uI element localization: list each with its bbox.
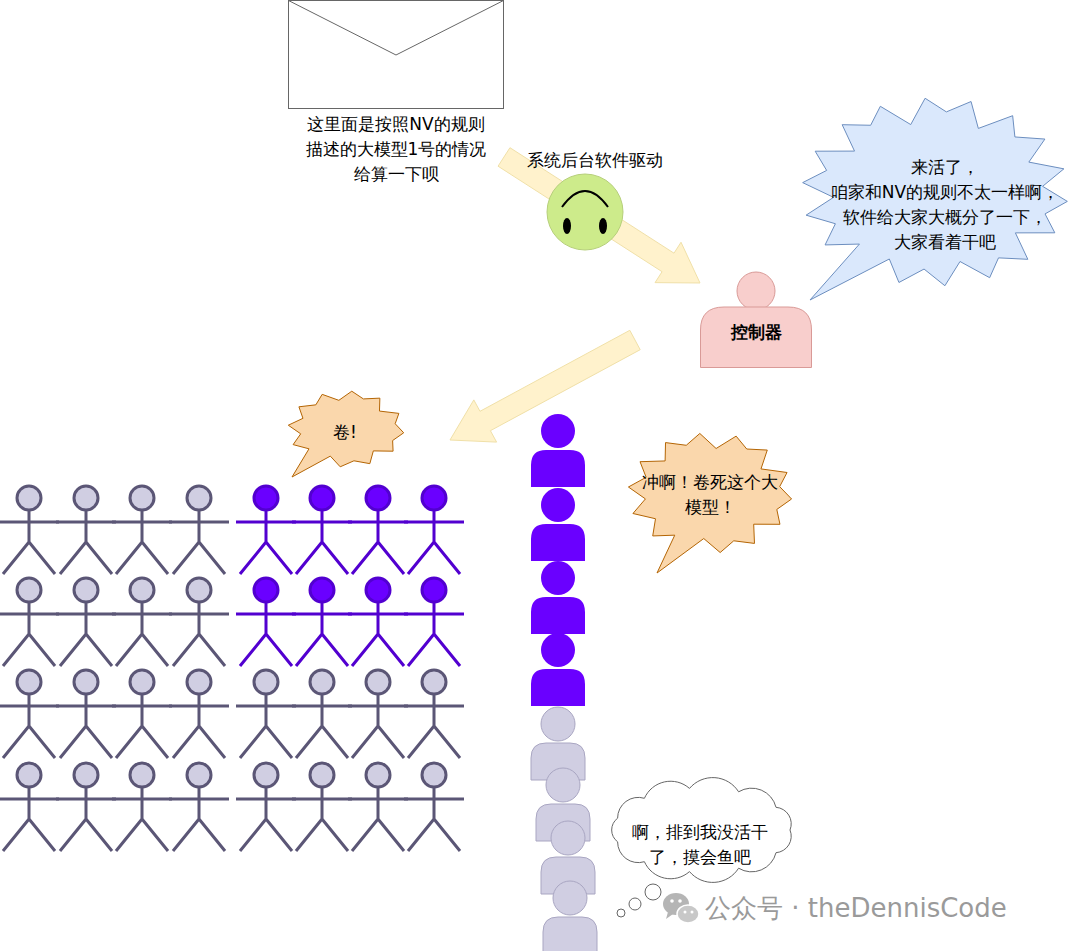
stick-figure: [292, 670, 352, 758]
node-text: 冲啊！卷死这个大 模型！: [638, 470, 783, 520]
node-text: 控制器: [701, 320, 811, 345]
smiley-mouth: [562, 191, 608, 207]
stick-figure: [292, 763, 352, 851]
stick-figure: [236, 670, 296, 758]
stick-figure: [404, 670, 464, 758]
person-bust: [531, 561, 585, 634]
stick-figure: [112, 578, 172, 666]
cloud-bubble: [612, 778, 792, 883]
watermark: 公众号 · theDennisCode: [705, 891, 1007, 926]
stick-figure: [348, 578, 408, 666]
stick-figure: [348, 670, 408, 758]
wechat-icon: [663, 893, 699, 923]
stick-figure: [112, 486, 172, 574]
person-body: [701, 307, 812, 368]
stick-figure: [56, 670, 116, 758]
node-text: 来活了， 咱家和NV的规则不太一样啊， 软件给大家大概分了一下， 大家看着干吧: [825, 155, 1065, 255]
stick-figure: [236, 578, 296, 666]
stick-figure: [292, 578, 352, 666]
envelope-flap: [289, 1, 504, 56]
stick-figure: [404, 763, 464, 851]
worker-grid: [0, 486, 464, 851]
stick-figure: [56, 486, 116, 574]
stick-figure: [236, 763, 296, 851]
smiley-eye: [563, 218, 571, 234]
node-text: 卷!: [305, 420, 385, 445]
person-head: [737, 272, 775, 310]
envelope-body: [289, 1, 504, 109]
thought-dot: [645, 884, 661, 900]
speech-bubble: 冲啊！卷死这个大 模型！: [622, 425, 794, 575]
spiky-bubble: [288, 391, 403, 477]
stick-figure: [112, 763, 172, 851]
person-bust: [531, 488, 585, 561]
stick-figure: [169, 670, 229, 758]
stick-figure: [112, 670, 172, 758]
software-driver: 系统后台软件驱动: [515, 145, 675, 260]
node-text: 啊，排到我没活干 了，摸会鱼吧: [628, 820, 773, 870]
worker-queue: [531, 414, 597, 951]
controller-actor: 控制器: [700, 270, 812, 368]
smiley-face: [547, 174, 623, 250]
speech-bubble: 来活了， 咱家和NV的规则不太一样啊， 软件给大家大概分了一下， 大家看着干吧: [795, 90, 1080, 305]
node-text: 系统后台软件驱动: [515, 148, 675, 173]
speech-bubble: 卷!: [282, 385, 412, 480]
stick-figure: [404, 486, 464, 574]
stick-figure: [236, 486, 296, 574]
spiky-bubble: [628, 433, 791, 573]
block-arrow: [498, 148, 700, 283]
stick-figure: [56, 578, 116, 666]
stick-figure: [0, 486, 59, 574]
stick-figure: [56, 763, 116, 851]
stick-figure: [348, 763, 408, 851]
envelope-note: 这里面是按照NV的规则 描述的大模型1号的情况 给算一下呗: [288, 0, 504, 175]
arrow-shape: [498, 148, 700, 283]
stick-figure: [348, 486, 408, 574]
person-bust: [531, 414, 585, 487]
spiky-bubble: [803, 98, 1068, 300]
stick-figure: [169, 578, 229, 666]
person-bust: [531, 633, 585, 706]
stick-figure: [292, 486, 352, 574]
stick-figure: [0, 578, 59, 666]
stick-figure: [0, 670, 59, 758]
smiley-eye: [599, 218, 607, 234]
controller-actor-outline: [700, 270, 812, 368]
stick-figure: [169, 486, 229, 574]
thought-dot: [617, 909, 625, 917]
thought-dot: [629, 898, 641, 910]
stick-figure: [169, 763, 229, 851]
person-bust: [543, 881, 597, 951]
stick-figure: [0, 763, 59, 851]
node-text: 这里面是按照NV的规则 描述的大模型1号的情况 给算一下呗: [296, 112, 496, 187]
stick-figure: [404, 578, 464, 666]
